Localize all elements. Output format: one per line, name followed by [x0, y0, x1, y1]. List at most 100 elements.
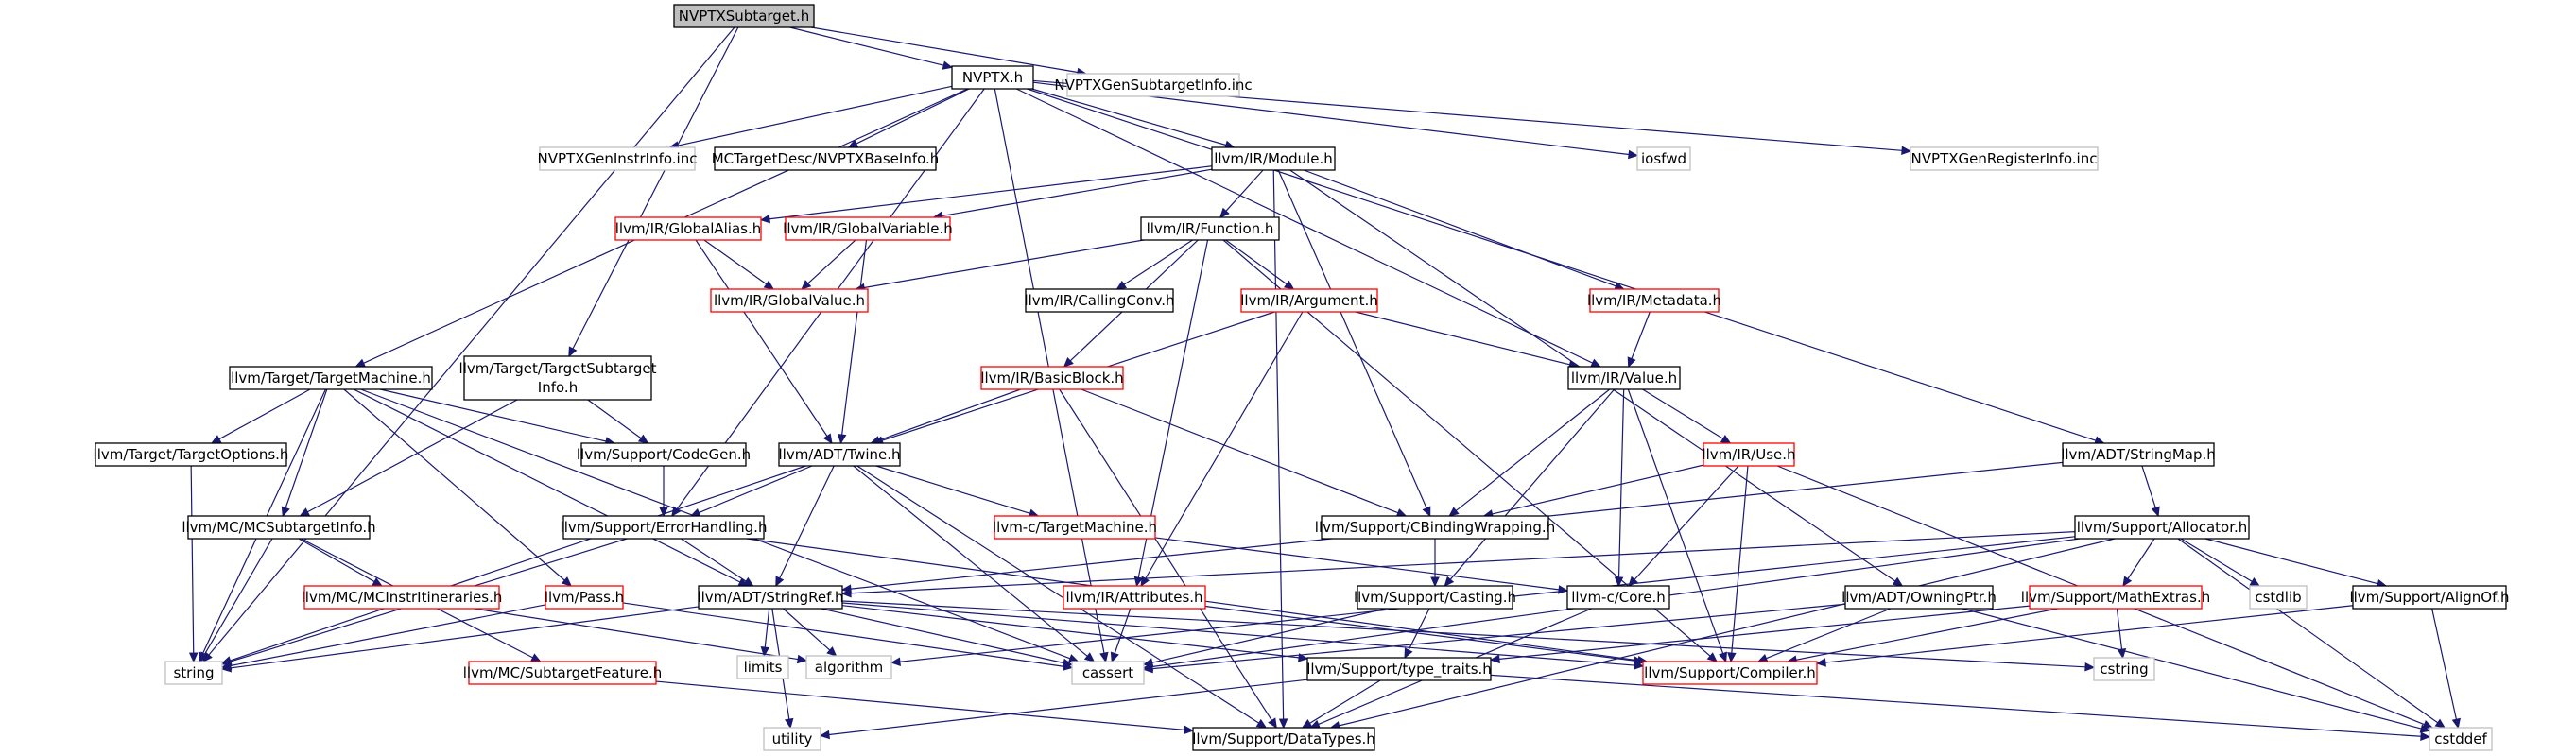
node-limits[interactable]: limits [736, 655, 789, 679]
node-typetraits[interactable]: llvm/Support/type_traits.h [1306, 657, 1492, 681]
edge-tmachine-to-mcsub [281, 388, 328, 518]
node-bblock[interactable]: llvm/IR/BasicBlock.h [980, 366, 1124, 390]
node-ctm[interactable]: llvm-c/TargetMachine.h [993, 515, 1157, 540]
node-owningptr[interactable]: llvm/ADT/OwningPtr.h [1841, 585, 1997, 610]
edge-stringref-to-string [220, 606, 700, 673]
edge-use-to-ccore [1628, 465, 1739, 587]
node-galias[interactable]: llvm/IR/GlobalAlias.h [614, 216, 762, 241]
edge-twine-to-cassert [853, 465, 1096, 662]
node-box [698, 585, 843, 610]
node-label: cstdlib [2255, 589, 2301, 606]
node-tmachine[interactable]: llvm/Target/TargetMachine.h [229, 366, 433, 390]
node-algorithm[interactable]: algorithm [805, 655, 892, 679]
node-metadata[interactable]: llvm/IR/Metadata.h [1587, 288, 1721, 313]
node-stringref[interactable]: llvm/ADT/StringRef.h [697, 585, 844, 610]
node-label: llvm/Support/Allocator.h [2077, 519, 2248, 536]
node-mcsub[interactable]: llvm/MC/MCSubtargetInfo.h [182, 515, 376, 540]
edge-value-to-cbind [1448, 388, 1611, 517]
node-utility[interactable]: utility [763, 727, 821, 751]
edge-twine-to-datatypes [856, 465, 1268, 729]
edge-nvptx-to-stringmap [1027, 88, 2105, 445]
node-cstring[interactable]: cstring [2093, 657, 2155, 681]
edge-allocator-to-stringref [840, 531, 2076, 598]
node-attributes[interactable]: llvm/IR/Attributes.h [1063, 585, 1206, 610]
node-codegen[interactable]: llvm/Support/CodeGen.h [577, 442, 751, 467]
node-datatypes[interactable]: llvm/Support/DataTypes.h [1192, 727, 1375, 751]
node-gensub[interactable]: NVPTXGenSubtargetInfo.inc [1054, 73, 1253, 97]
node-argument[interactable]: llvm/IR/Argument.h [1240, 288, 1378, 313]
node-box [951, 65, 1034, 90]
edge-module-to-metadata [1304, 169, 1625, 291]
node-box [1566, 585, 1670, 610]
node-callconv[interactable]: llvm/IR/CallingConv.h [1024, 288, 1175, 313]
node-box [1192, 727, 1375, 751]
edge-root-to-gensub [811, 26, 1088, 77]
node-box [2062, 442, 2215, 467]
node-string[interactable]: string [164, 661, 223, 685]
edge-galias-to-twine [695, 239, 833, 445]
node-mcitin[interactable]: llvm/MC/MCInstrItineraries.h [302, 585, 503, 610]
node-box [545, 585, 624, 610]
node-label: llvm/MC/SubtargetFeature.h [463, 664, 662, 681]
node-box [805, 655, 892, 679]
node-box [673, 4, 815, 28]
node-genreg[interactable]: NVPTXGenRegisterInfo.inc [1910, 146, 2099, 171]
node-cstdlib[interactable]: cstdlib [2249, 585, 2308, 610]
node-mcbase[interactable]: MCTargetDesc/NVPTXBaseInfo.h [712, 146, 940, 171]
node-compiler[interactable]: llvm/Support/Compiler.h [1642, 661, 1818, 685]
node-mcsubfeat[interactable]: llvm/MC/SubtargetFeature.h [463, 661, 662, 685]
node-function[interactable]: llvm/IR/Function.h [1140, 216, 1280, 241]
node-box [1321, 515, 1549, 540]
node-value[interactable]: llvm/IR/Value.h [1567, 366, 1681, 390]
edge-attributes-to-compiler [1204, 605, 1645, 665]
node-cassert[interactable]: cassert [1071, 661, 1145, 685]
node-stringmap[interactable]: llvm/ADT/StringMap.h [2061, 442, 2216, 467]
edge-twine-to-stringref [775, 465, 835, 588]
node-label: llvm/IR/Value.h [1571, 369, 1677, 387]
node-label: llvm/Support/type_traits.h [1306, 661, 1492, 679]
node-pass[interactable]: llvm/Pass.h [545, 585, 624, 610]
edge-owningptr-to-cassert [1142, 603, 1846, 674]
node-label: NVPTXGenRegisterInfo.inc [1911, 150, 2098, 167]
node-box [1910, 146, 2099, 171]
node-label: llvm/Target/TargetOptions.h [94, 446, 289, 463]
node-geninstr[interactable]: NVPTXGenInstrInfo.inc [538, 146, 698, 171]
edge-stringref-to-limits [760, 608, 770, 658]
edge-allocator-to-mathext [2122, 538, 2155, 588]
node-label: llvm/MC/MCSubtargetInfo.h [182, 519, 375, 536]
node-gvar[interactable]: llvm/IR/GlobalVariable.h [783, 216, 953, 241]
node-nvptx[interactable]: NVPTX.h [951, 65, 1034, 90]
node-iosfwd[interactable]: iosfwd [1636, 146, 1691, 171]
node-label: llvm/Support/DataTypes.h [1192, 730, 1375, 747]
node-box [736, 655, 789, 679]
node-box [468, 661, 657, 685]
node-mathext[interactable]: llvm/Support/MathExtras.h [2021, 585, 2210, 610]
node-box [763, 727, 821, 751]
edge-typetraits-to-utility [819, 679, 1308, 740]
node-label: llvm/MC/MCInstrItineraries.h [302, 589, 503, 606]
node-alignof[interactable]: llvm/Support/AlignOf.h [2349, 585, 2510, 610]
node-label: llvm/Support/CodeGen.h [577, 446, 751, 463]
node-casting[interactable]: llvm/Support/Casting.h [1354, 585, 1516, 610]
node-box [463, 355, 652, 401]
node-root[interactable]: NVPTXSubtarget.h [673, 4, 815, 28]
node-box [2093, 657, 2155, 681]
edge-bblock-to-datatypes [1059, 388, 1277, 730]
node-cstddef[interactable]: cstddef [2429, 727, 2493, 751]
node-label: llvm-c/Core.h [1571, 589, 1666, 606]
node-cbind[interactable]: llvm/Support/CBindingWrapping.h [1315, 515, 1555, 540]
edge-mathext-to-typetraits [1489, 605, 2031, 664]
node-use[interactable]: llvm/IR/Use.h [1702, 442, 1796, 467]
node-errh[interactable]: llvm/Support/ErrorHandling.h [561, 515, 768, 540]
node-label: string [173, 664, 214, 681]
node-toptions[interactable]: llvm/Target/TargetOptions.h [94, 442, 289, 467]
node-gvalue[interactable]: llvm/IR/GlobalValue.h [710, 288, 869, 313]
edge-typetraits-to-datatypes [1301, 679, 1381, 729]
node-module[interactable]: llvm/IR/Module.h [1211, 146, 1336, 171]
node-label: llvm/IR/GlobalAlias.h [615, 220, 762, 237]
node-allocator[interactable]: llvm/Support/Allocator.h [2074, 515, 2250, 540]
node-twine[interactable]: llvm/ADT/Twine.h [778, 442, 901, 467]
node-ccore[interactable]: llvm-c/Core.h [1566, 585, 1670, 610]
